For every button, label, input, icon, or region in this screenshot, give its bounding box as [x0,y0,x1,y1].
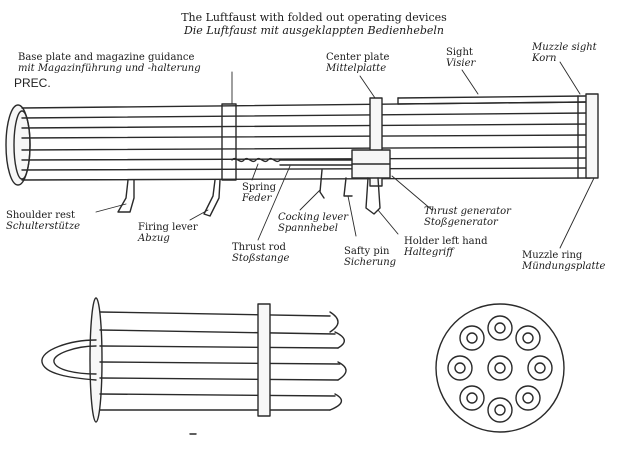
rear-band [221,103,237,181]
label-spring: Spring Feder [242,182,277,204]
magazine-handle [41,339,97,381]
shoulder-rest-shape [117,179,135,213]
label-thrust-rod: Thrust rod Stoßstange [232,242,290,264]
label-base-plate: Base plate and magazine guidance mit Mag… [18,52,201,74]
cocking-lever-shape [319,169,325,199]
prec-badge: PREC. [10,75,55,91]
muzzle-ring-plate [585,93,599,179]
label-cocking-lever: Cocking lever Spannhebel [278,212,349,234]
title-english: The Luftfaust with folded out operating … [181,11,447,24]
label-thrust-generator: Thrust generator Stoßgenerator [424,206,511,228]
holder-shape [365,177,381,215]
sight-rail [397,95,586,99]
title-german: Die Luftfaust mit ausgeklappten Bedienhe… [183,24,445,37]
label-shoulder-rest: Shoulder rest Schulterstütze [6,210,81,232]
label-safety-pin: Safty pin Sicherung [344,246,397,268]
launcher-side-view [5,93,599,217]
magazine-center-plate [257,303,271,417]
leader-lines [95,61,595,249]
muzzle-end-view [435,303,565,433]
label-muzzle-ring: Muzzle ring Mündungsplatte [522,250,606,272]
label-firing-lever: Firing lever Abzug [138,222,198,244]
spring-coil [231,157,281,163]
safety-pin-shape [343,177,353,197]
label-sight: Sight Visier [446,47,476,69]
label-holder-left-hand: Holder left hand Haltegriff [404,236,488,258]
label-muzzle-sight: Muzzle sight Korn [532,42,597,64]
magazine-assembly [41,297,347,435]
firing-lever-shape [203,179,221,217]
label-center-plate: Center plate Mittelplatte [326,52,390,74]
